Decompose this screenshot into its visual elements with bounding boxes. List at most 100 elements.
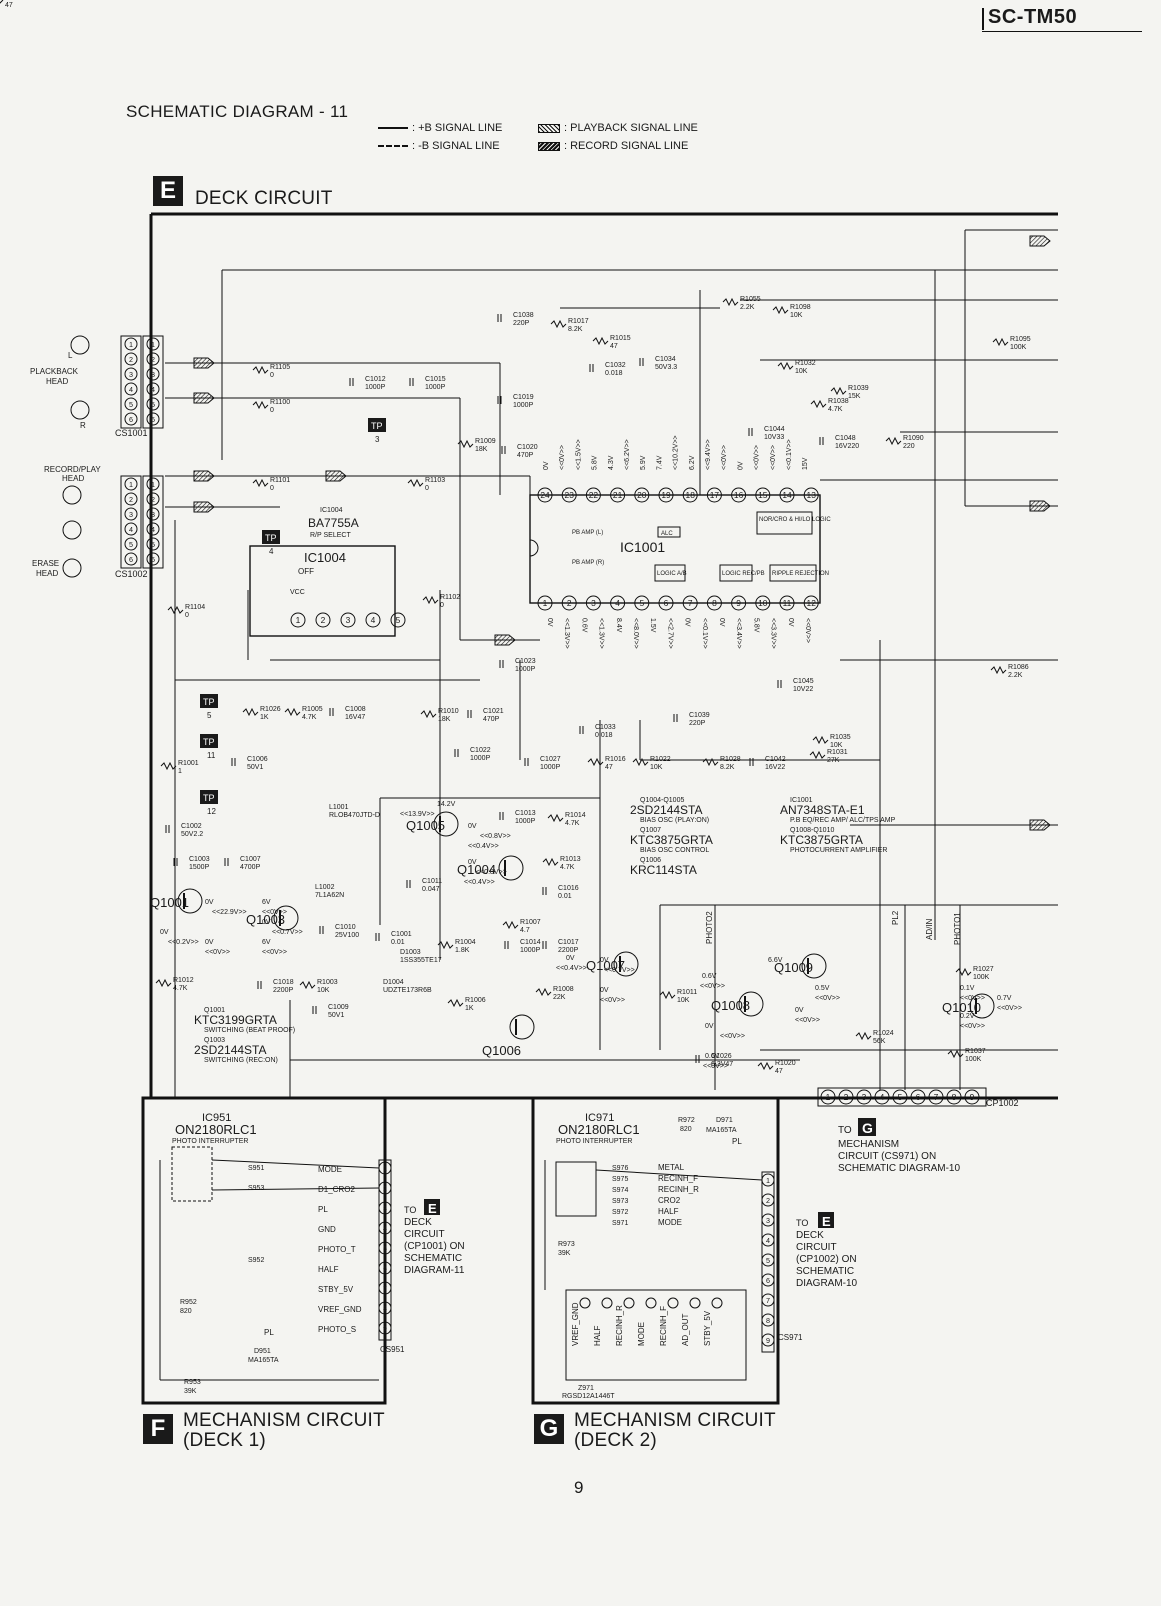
component-ref: C1015 [425,376,446,383]
legend-record: : RECORD SIGNAL LINE [538,140,688,152]
cs1002-pin-ring [124,477,138,491]
voltage-top: <<6.2V>> [624,439,631,470]
component-ref: R1012 [173,977,194,984]
switch-label: S952 [248,1257,264,1264]
svg-text:HEAD: HEAD [36,569,58,578]
component-value: 15K [848,393,861,400]
note-ref: Q1001 [204,1007,225,1014]
voltage-q1001: 0V [160,929,169,936]
component-value: 10K [317,987,330,994]
svg-text:BA7755A: BA7755A [308,516,359,530]
note-ref: Q1004-Q1005 [640,797,684,804]
voltage-top: 0V [543,461,550,470]
component-ref: C1023 [515,658,536,665]
cs1001-pin: 3 [151,370,155,379]
ic1001-pin-bottom: 4 [615,598,620,608]
note-part: 2SD2144STA [194,1043,267,1057]
component-ref: R1032 [795,360,816,367]
cs971-pin: 2 [766,1196,770,1205]
switch-label: S974 [612,1187,628,1194]
component-value: 47 [605,764,613,771]
ic971-signal: HALF [658,1207,679,1216]
component-ref: D1004 [383,979,404,986]
component-value: 10K [795,368,808,375]
component-value: 18K [438,716,451,723]
page-number: 9 [574,1478,584,1497]
svg-text:TO: TO [838,1125,852,1136]
ic1001-pin-bottom-ring [731,595,747,611]
mechanism-g-frame [531,1096,780,1405]
component-value: 56K [873,1038,886,1045]
cs1002-pin: 6 [129,555,133,564]
ic1004-pin: 3 [346,615,351,625]
voltage-q1004: <<0.4V>> [464,879,495,886]
section-g-title: MECHANISM CIRCUIT (DECK 2) [574,1410,776,1451]
voltage-q1010: <<0V>> [997,1005,1022,1012]
note-ref: Q1003 [204,1037,225,1044]
component-ref: R1100 [270,399,290,406]
to-e-f-to: TO [404,1205,416,1215]
component-value: 0.018 [605,370,623,377]
voltage-bottom: <<0.1V>> [701,618,708,649]
voltage-bottom: <<0V>> [804,618,811,643]
component-value: 4.7 [520,927,530,934]
cs1001-pin: 5 [151,400,155,409]
d951-value: MA165TA [248,1357,279,1364]
component-value: 1000P [515,818,536,825]
cs951-pin-ring [378,1241,392,1255]
cs971-pin-ring [761,1253,775,1267]
test-point-label: TP [371,421,383,431]
to-e-f-line: (CP1001) ON [404,1241,465,1252]
component-ref: R1020 [775,1060,796,1067]
cs1001-pin-ring [124,337,138,351]
component-ref: R1098 [790,304,811,311]
to-e-g-letter: E [822,1214,831,1229]
component-value: 22K [553,994,566,1001]
component-value: 470P [483,716,500,723]
svg-text:CIRCUIT (CS971) ON: CIRCUIT (CS971) ON [838,1151,936,1162]
voltage-q1008: 0V [705,1023,714,1030]
ic1001-label: IC1001 [620,539,665,555]
z971-pad [667,1297,679,1309]
ic1001-body: IC1001 [529,494,821,604]
cs971-pin: 7 [766,1296,770,1305]
voltage-q1003: <<0V>> [262,949,287,956]
ic1001-pin-top: 16 [734,490,744,500]
component-value: 220P [689,720,706,727]
cp1002-signal: PL2 [891,910,900,925]
svg-text:R/P SELECT: R/P SELECT [310,532,351,539]
ic1004-pin: 4 [371,615,376,625]
ic1001-pin-bottom-ring [634,595,650,611]
note-function: BIAS OSC (PLAY:ON) [640,817,709,824]
to-e-f-letter: E [428,1201,437,1216]
ic1001-pin-top-ring [610,487,626,503]
voltage-bottom: <<1.3V>> [598,618,605,649]
transistor-q1003: Q1003 [246,905,299,931]
component-value: 4.7K [302,714,317,721]
z971-board [565,1289,747,1381]
z971-pad [645,1297,657,1309]
transistor-label: Q1010 [942,1000,981,1015]
ic971-function: PHOTO INTERRUPTER [556,1138,633,1145]
svg-text:NOR/CRO & HI/LO LOGIC: NOR/CRO & HI/LO LOGIC [759,517,831,523]
cs971-pin-ring [761,1193,775,1207]
svg-text:IC1004: IC1004 [304,550,346,565]
switch-label: S971 [612,1220,628,1227]
cs951-pin-ring [378,1261,392,1275]
